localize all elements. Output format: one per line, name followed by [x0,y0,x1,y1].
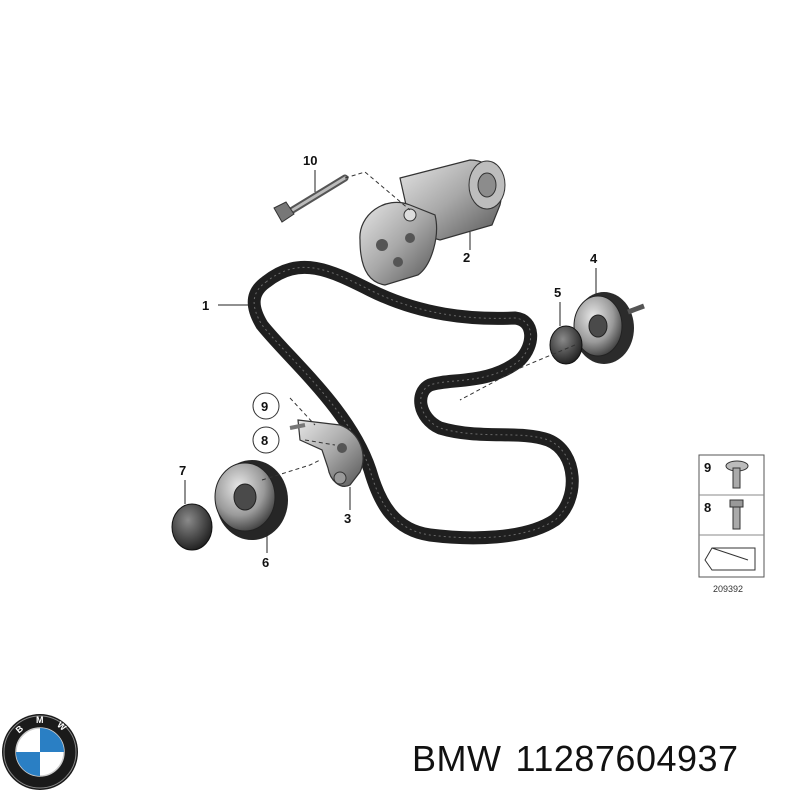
svg-text:9: 9 [261,399,268,414]
bolt-part-10 [273,174,349,223]
callout-7: 7 [179,463,186,504]
part-number: 11287604937 [515,738,739,779]
callout-6: 6 [262,532,269,570]
svg-text:4: 4 [590,251,598,266]
pulley-cap-part-5 [549,325,583,365]
svg-text:2: 2 [463,250,470,265]
part-caption: BMW 11287604937 [412,738,753,780]
callout-3: 3 [344,487,351,526]
pulley-part-6 [214,460,288,540]
idler-pulley-part-4 [573,292,645,364]
svg-text:7: 7 [179,463,186,478]
legend-bolt-9-icon [725,460,749,489]
belt-tensioner-part-2 [359,159,506,286]
assembly-lines [261,171,576,481]
callout-5: 5 [554,285,561,326]
svg-text:5: 5 [554,285,561,300]
legend-bolt-8-icon [729,499,744,530]
callout-8: 8 [252,426,280,454]
direction-arrow-icon [704,547,756,571]
callout-9: 9 [252,392,280,420]
svg-text:8: 8 [261,433,268,448]
svg-text:M: M [36,715,44,725]
brand-name: BMW [412,738,502,779]
callout-10: 10 [303,153,317,192]
diagram-number: 209392 [713,584,743,594]
legend-label-8: 8 [704,500,711,515]
bmw-logo: B M W [2,714,78,790]
drive-belt [247,260,579,545]
svg-text:10: 10 [303,153,317,168]
callout-2: 2 [463,232,471,265]
svg-text:3: 3 [344,511,351,526]
svg-text:1: 1 [202,298,209,313]
svg-text:B: B [14,723,26,735]
svg-text:6: 6 [262,555,269,570]
pulley-cap-part-7 [171,503,213,551]
legend-box: 9 8 209392 [698,454,765,594]
callout-4: 4 [590,251,598,294]
bracket-part-3 [289,419,364,487]
callout-1: 1 [202,298,250,313]
legend-label-9: 9 [704,460,711,475]
